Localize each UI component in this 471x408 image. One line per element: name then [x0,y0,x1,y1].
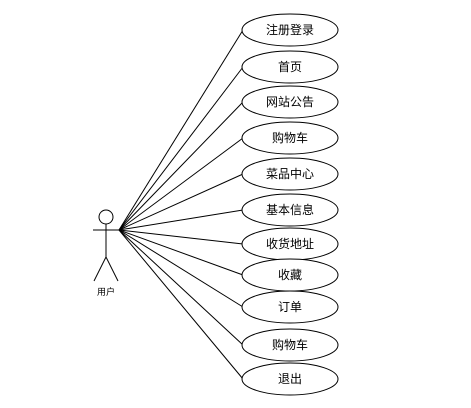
actor-left-leg [93,256,107,282]
use-case: 购物车 [241,328,339,362]
use-case-label: 退出 [278,372,302,386]
use-case-label: 收货地址 [266,236,314,251]
use-case: 退出 [241,362,339,396]
use-case-ellipse [241,362,339,396]
use-case-ellipse [241,193,339,227]
use-case: 收藏 [241,258,339,292]
use-case-ellipse [241,121,339,155]
association-line [118,29,244,231]
association-line [118,229,244,245]
associations [118,29,244,380]
association-line [118,137,244,231]
association-line [118,66,244,231]
use-case-ellipse [241,50,339,84]
use-case-label: 首页 [278,60,302,74]
use-case-label: 注册登录 [266,22,314,37]
use-case: 菜品中心 [241,157,339,191]
use-case-label: 订单 [278,300,302,314]
actor-head [98,209,114,225]
use-case-label: 网站公告 [266,95,314,109]
association-line [118,173,244,231]
use-case-label: 购物车 [272,130,308,145]
use-case-label: 基本信息 [266,202,314,217]
use-case-ellipse [241,157,339,191]
use-case-ellipse [241,290,339,324]
actor-label: 用户 [97,286,115,298]
association-line [118,229,244,308]
association-line [118,229,244,380]
use-case-ellipse [241,328,339,362]
use-case: 购物车 [241,121,339,155]
use-case-ellipse [241,85,339,119]
use-case-ellipse [241,13,339,47]
association-line [118,229,244,276]
actor-user: 用户 [93,209,119,298]
use-case: 首页 [241,50,339,84]
association-line [118,101,244,231]
use-case: 订单 [241,290,339,324]
use-case: 收货地址 [241,227,339,261]
use-case-label: 购物车 [272,337,308,352]
association-line [118,209,244,231]
use-case: 网站公告 [241,85,339,119]
use-case-label: 菜品中心 [266,166,314,181]
use-case: 基本信息 [241,193,339,227]
actor-right-leg [105,256,119,282]
use-case: 注册登录 [241,13,339,47]
use-case-label: 收藏 [278,268,302,282]
association-line [118,229,244,346]
